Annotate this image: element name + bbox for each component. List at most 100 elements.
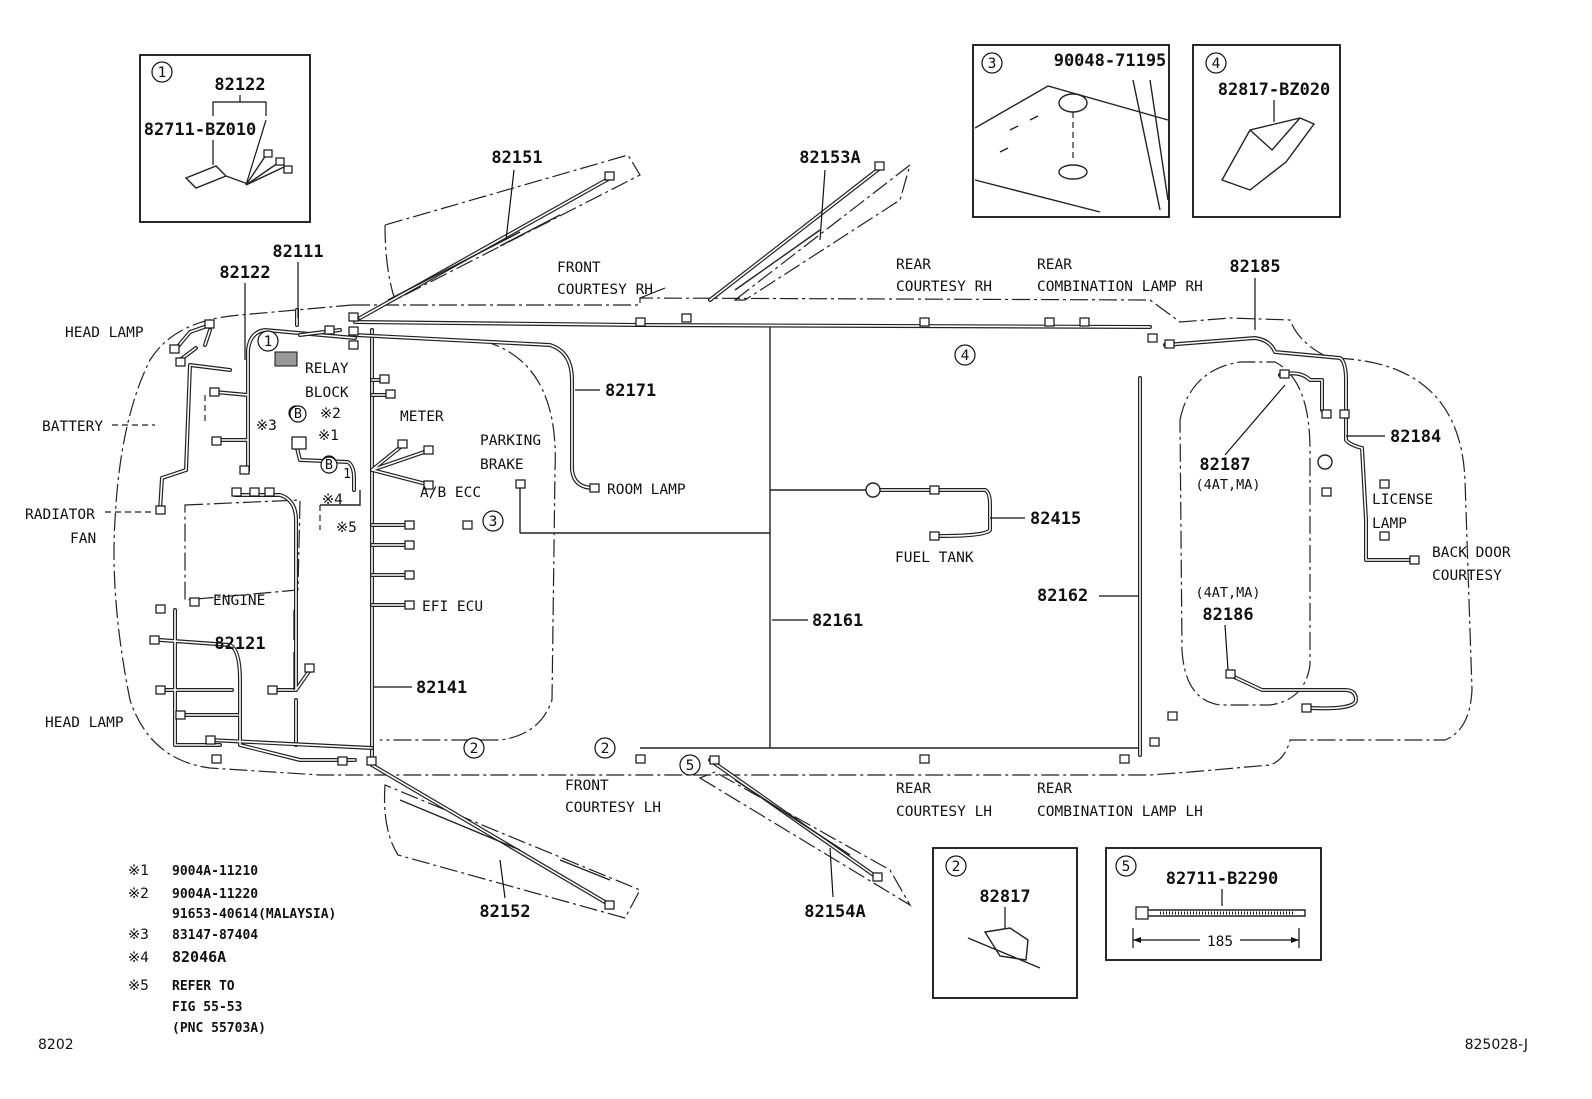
callout-4-detail-label: 4 <box>1212 56 1221 72</box>
mark-3: ※3 <box>256 418 277 434</box>
callout-1-label: 1 <box>158 65 167 81</box>
callout-3: 3 <box>489 514 498 530</box>
label-efi-ecu: EFI ECU <box>422 599 483 615</box>
label-meter: METER <box>400 409 444 425</box>
part-82122: 82122 <box>219 263 270 283</box>
detail-box-5: 5 82711-B2290 185 <box>1105 847 1322 961</box>
part-82184: 82184 <box>1390 427 1441 447</box>
note-3-part: 83147-87404 <box>172 928 258 943</box>
part-82152: 82152 <box>479 902 530 922</box>
note-1-mark: ※1 <box>128 863 149 879</box>
label-relay: RELAY <box>305 361 349 377</box>
note-2-part-a: 9004A-11220 <box>172 887 258 902</box>
label-radiator: RADIATOR <box>25 507 95 523</box>
mark-2: ※2 <box>320 406 341 422</box>
mark-4: ※4 <box>322 492 343 508</box>
label-rear-combination-lh-2: COMBINATION LAMP LH <box>1037 804 1203 820</box>
vehicle-outline <box>113 154 1473 919</box>
part-82151: 82151 <box>491 148 542 168</box>
part-82817-bz020: 82817-BZ020 <box>1218 80 1331 100</box>
diagram-callouts: 1 4 3 2 2 5 B B 1 ※2 ※3 ※1 ※4 ※5 <box>256 330 976 776</box>
part-82711-bz010: 82711-BZ010 <box>144 120 257 140</box>
footnotes: ※1 9004A-11210 ※2 9004A-11220 91653-4061… <box>128 863 336 1036</box>
part-82153a: 82153A <box>799 148 860 168</box>
detail-box-1: 1 82122 82711-BZ010 <box>139 54 311 223</box>
label-back-door-1: BACK DOOR <box>1432 545 1511 561</box>
detail-box-2: 2 82817 <box>932 847 1078 999</box>
part-82154a: 82154A <box>804 902 865 922</box>
reference-right: 825028-J <box>1465 1037 1528 1053</box>
part-90048-71195: 90048-71195 <box>1054 51 1167 71</box>
mark-5: ※5 <box>336 520 357 536</box>
label-back-door-2: COURTESY <box>1432 568 1502 584</box>
callout-1: 1 <box>264 334 273 350</box>
part-82711-b2290: 82711-B2290 <box>1166 869 1279 889</box>
part-82171: 82171 <box>605 381 656 401</box>
part-82121: 82121 <box>214 634 265 654</box>
label-ab-ecc: A/B ECC <box>420 485 481 501</box>
label-variant-82186: (4AT,MA) <box>1195 585 1260 601</box>
label-block: BLOCK <box>305 385 349 401</box>
part-82186: 82186 <box>1202 605 1253 625</box>
bolt-b-top: B <box>294 406 302 422</box>
detail-box-4: 4 82817-BZ020 <box>1192 44 1341 218</box>
label-front-courtesy-lh-1: FRONT <box>565 778 609 794</box>
bolt-b-sub: 1 <box>343 466 351 482</box>
callout-2-detail-label: 2 <box>952 859 961 875</box>
label-rear-courtesy-lh-2: COURTESY LH <box>896 804 992 820</box>
label-head-lamp-bottom: HEAD LAMP <box>45 715 124 731</box>
reference-codes: 8202 825028-J <box>38 1037 1528 1053</box>
note-5-mark: ※5 <box>128 978 149 994</box>
note-2-part-b: 91653-40614(MALAYSIA) <box>172 907 336 922</box>
label-room-lamp: ROOM LAMP <box>607 482 686 498</box>
note-1-part: 9004A-11210 <box>172 864 258 879</box>
dimension-185: 185 <box>1207 934 1233 950</box>
label-rear-courtesy-lh-1: REAR <box>896 781 931 797</box>
detail-box-3: 3 90048-71195 <box>972 44 1170 218</box>
note-4-mark: ※4 <box>128 950 149 966</box>
label-rear-courtesy-rh-1: REAR <box>896 257 931 273</box>
callout-2-floor: 2 <box>601 741 610 757</box>
part-82415: 82415 <box>1030 509 1081 529</box>
label-engine: ENGINE <box>213 593 265 609</box>
label-rear-courtesy-rh-2: COURTESY RH <box>896 279 992 295</box>
label-brake: BRAKE <box>480 457 524 473</box>
label-fuel-tank: FUEL TANK <box>895 550 974 566</box>
part-82187: 82187 <box>1199 455 1250 475</box>
label-variant-82187: (4AT,MA) <box>1195 477 1260 493</box>
part-82162: 82162 <box>1037 586 1088 606</box>
part-82817: 82817 <box>979 887 1030 907</box>
label-battery: BATTERY <box>42 419 103 435</box>
reference-left: 8202 <box>38 1037 74 1053</box>
note-5-line-c: (PNC 55703A) <box>172 1021 266 1036</box>
note-5-line-b: FIG 55-53 <box>172 1000 242 1015</box>
harness-wires <box>158 166 1412 907</box>
label-rear-combination-rh-1: REAR <box>1037 257 1072 273</box>
part-82111: 82111 <box>272 242 323 262</box>
label-rear-combination-rh-2: COMBINATION LAMP RH <box>1037 279 1203 295</box>
label-license-1: LICENSE <box>1372 492 1433 508</box>
label-license-2: LAMP <box>1372 516 1407 532</box>
label-front-courtesy-rh-1: FRONT <box>557 260 601 276</box>
leader-lines <box>105 169 1385 899</box>
label-parking: PARKING <box>480 433 541 449</box>
part-numbers: 82151 82153A 82111 82122 82185 82171 821… <box>214 148 1441 922</box>
callout-5: 5 <box>686 758 695 774</box>
callout-2-front-lh: 2 <box>470 741 479 757</box>
label-head-lamp-top: HEAD LAMP <box>65 325 144 341</box>
callout-5-detail-label: 5 <box>1122 859 1131 875</box>
label-fan: FAN <box>70 531 96 547</box>
mark-1: ※1 <box>318 428 339 444</box>
note-4-part: 82046A <box>172 948 226 966</box>
note-5-line-a: REFER TO <box>172 979 235 994</box>
label-front-courtesy-rh-2: COURTESY RH <box>557 282 653 298</box>
note-2-mark: ※2 <box>128 886 149 902</box>
note-3-mark: ※3 <box>128 927 149 943</box>
part-82161: 82161 <box>812 611 863 631</box>
component-labels: HEAD LAMP BATTERY RADIATOR FAN HEAD LAMP… <box>25 257 1511 820</box>
callout-3-detail-label: 3 <box>988 56 997 72</box>
label-rear-combination-lh-1: REAR <box>1037 781 1072 797</box>
part-82141: 82141 <box>416 678 467 698</box>
label-front-courtesy-lh-2: COURTESY LH <box>565 800 661 816</box>
